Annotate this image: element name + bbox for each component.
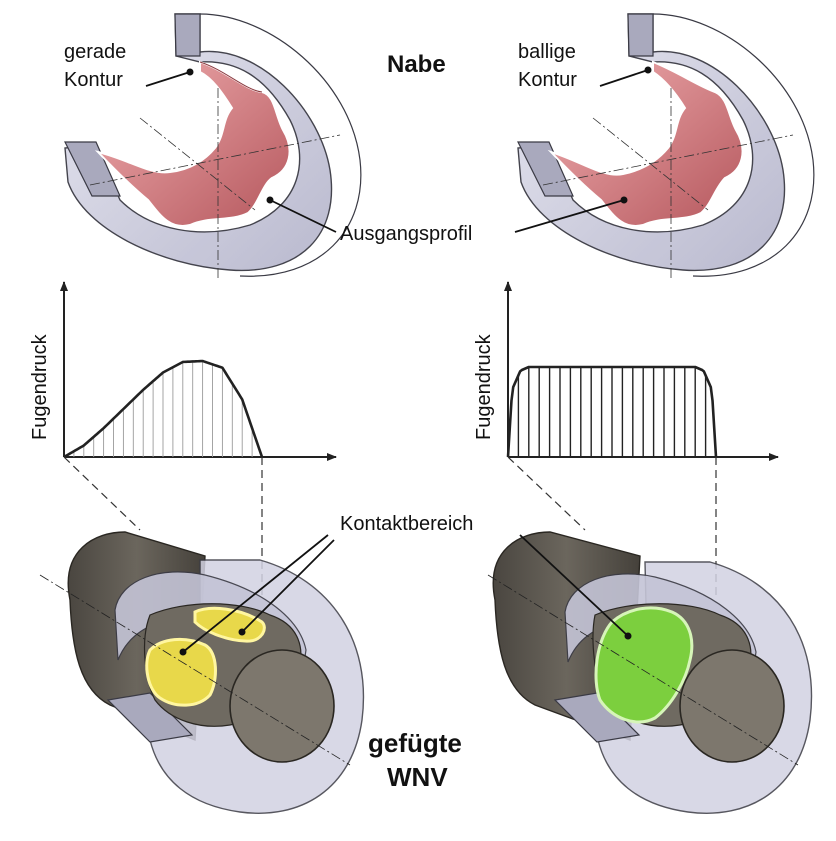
- pressure-chart-straight: Fugendruck: [29, 281, 337, 461]
- hub-straight-contour: [64, 13, 362, 280]
- hub-block: [627, 13, 654, 57]
- projection-line: [63, 456, 141, 531]
- hub-body: [64, 13, 333, 272]
- label-kontur-right: Kontur: [518, 69, 577, 91]
- joined-assembly-straight: [39, 531, 365, 814]
- hub-outer-rim: [652, 13, 815, 277]
- hub-block-low: [64, 141, 121, 197]
- label-ballige: ballige: [518, 41, 576, 63]
- y-axis-label: Fugendruck: [473, 333, 495, 440]
- y-axis-label: Fugendruck: [29, 333, 51, 440]
- label-gerade: gerade: [64, 41, 126, 63]
- leader-contact-3: [519, 534, 629, 637]
- pressure-curve: [506, 365, 718, 458]
- label-kontaktbereich: Kontaktbereich: [340, 513, 473, 535]
- contact-area-main: [145, 637, 217, 707]
- pressure-chart-crowned: Fugendruck: [473, 281, 779, 461]
- pressure-curve: [63, 359, 264, 459]
- shaft-end-face: [229, 649, 335, 763]
- leader-contact-1: [182, 534, 329, 653]
- hub-key-block: [553, 692, 641, 743]
- hub-key-block: [106, 692, 194, 743]
- label-kontur-left: Kontur: [64, 69, 123, 91]
- leader-ausgangsprofil-right: [514, 199, 625, 233]
- label-gefuegte: gefügte: [368, 728, 462, 758]
- hub-block-low: [517, 141, 574, 197]
- leader-ballige-kontur: [599, 69, 649, 87]
- projection-line: [507, 456, 586, 531]
- hub-crowned-contour: [517, 13, 815, 280]
- contact-area-main: [594, 606, 694, 724]
- leader-contact-2: [241, 539, 335, 633]
- label-ausgangsprofil: Ausgangsprofil: [340, 223, 472, 245]
- straight-profile: [94, 60, 291, 227]
- hub-block: [174, 13, 201, 57]
- hub-outer-rim: [199, 13, 362, 277]
- crowned-profile: [547, 60, 744, 227]
- hub-body: [517, 13, 786, 272]
- leader-gerade-kontur: [145, 71, 191, 87]
- contact-area-top: [193, 606, 266, 643]
- label-wnv: WNV: [387, 762, 448, 792]
- joined-assembly-crowned: [487, 531, 813, 814]
- leader-ausgangsprofil-left: [269, 199, 337, 233]
- shaft-end-face: [679, 649, 785, 763]
- label-nabe: Nabe: [387, 51, 446, 78]
